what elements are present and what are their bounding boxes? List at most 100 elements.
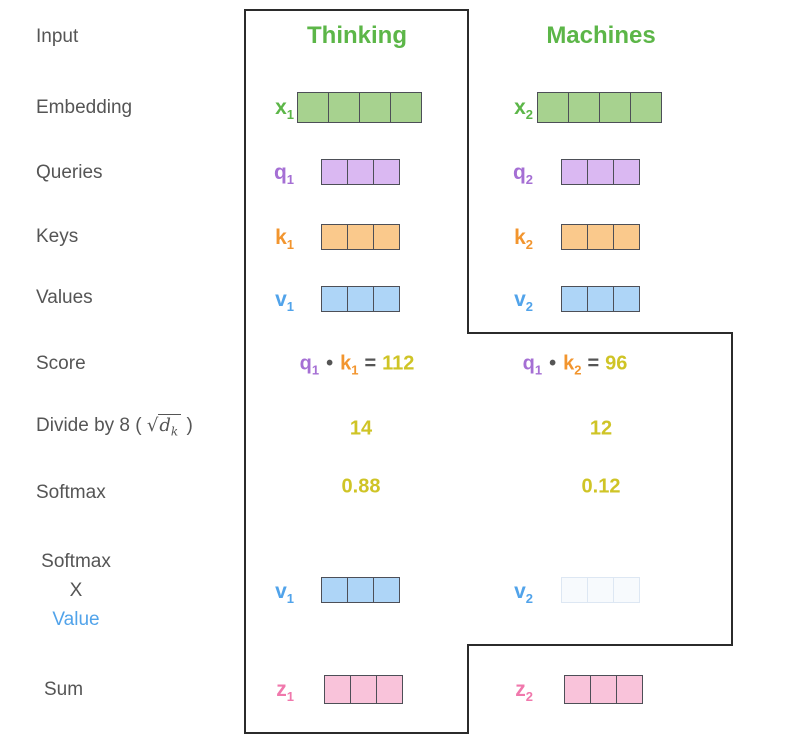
- vector-x1: [297, 92, 422, 123]
- score-equation-thinking: q1 • k1=112: [300, 353, 415, 378]
- vector-label-z1: z1: [276, 678, 294, 705]
- vector-cell: [562, 287, 588, 311]
- vector-cell: [351, 676, 377, 703]
- equals-sign-2: =: [587, 352, 600, 375]
- score-value-thinking: 112: [382, 352, 415, 375]
- vector-cell: [614, 160, 639, 184]
- vector-cell: [391, 93, 421, 122]
- vector-x2: [537, 92, 662, 123]
- vector-cell: [617, 676, 642, 703]
- vector-cell: [360, 93, 391, 122]
- vector-cell: [588, 578, 614, 602]
- radical-sign: √: [146, 415, 159, 436]
- row-label-softmax: Softmax: [36, 482, 106, 503]
- score-equation-machines: q1 • k2=96: [523, 353, 628, 378]
- vector-cell: [348, 225, 374, 249]
- weighted-vector-label-v1: v1: [275, 580, 294, 607]
- vector-cell: [298, 93, 329, 122]
- vector-cell: [322, 287, 348, 311]
- divide-prefix: Divide by 8 (: [36, 415, 142, 436]
- vector-cell: [562, 225, 588, 249]
- softmax-x-value-line3: Value: [52, 609, 100, 630]
- vector-label-v2: v2: [514, 288, 533, 315]
- vector-cell: [562, 578, 588, 602]
- softmax-score-thinking: 0.88: [341, 475, 381, 498]
- vector-cell: [569, 93, 600, 122]
- vector-cell: [348, 287, 374, 311]
- softmax-x-value-line1: Softmax: [41, 551, 111, 572]
- vector-label-k2: k2: [514, 226, 533, 253]
- vector-z2: [564, 675, 643, 704]
- row-label-sum: Sum: [44, 679, 84, 700]
- vector-cell: [377, 676, 402, 703]
- vector-label-v1: v1: [275, 288, 294, 315]
- weighted-vector-label-v2: v2: [514, 580, 533, 607]
- vector-cell: [374, 160, 399, 184]
- weighted-vector-v1: [321, 577, 400, 603]
- vector-k2: [561, 224, 640, 250]
- vector-label-x1: x1: [275, 96, 294, 123]
- softmax-x-value-line2: X: [69, 580, 83, 601]
- vector-cell: [374, 578, 399, 602]
- vector-cell: [374, 225, 399, 249]
- vector-cell: [588, 287, 614, 311]
- vector-label-z2: z2: [515, 678, 533, 705]
- vector-cell: [614, 225, 639, 249]
- score-q1-term: q1: [299, 352, 320, 378]
- vector-cell: [322, 578, 348, 602]
- column-header-thinking: Thinking: [307, 22, 407, 49]
- vector-v1: [321, 286, 400, 312]
- dot-product-icon: •: [326, 352, 334, 375]
- dot-product-icon-2: •: [549, 352, 557, 375]
- row-label-keys: Keys: [36, 226, 79, 247]
- vector-cell: [588, 225, 614, 249]
- vector-k1: [321, 224, 400, 250]
- vector-cell: [348, 160, 374, 184]
- vector-cell: [600, 93, 631, 122]
- row-label-queries: Queries: [36, 162, 103, 183]
- divided-score-thinking: 14: [349, 417, 373, 440]
- weighted-vector-v2-faded: [561, 577, 640, 603]
- vector-cell: [329, 93, 360, 122]
- vector-cell: [614, 287, 639, 311]
- vector-cell: [591, 676, 617, 703]
- score-q1-term-2: q1: [522, 352, 543, 378]
- score-k1-term: k1: [340, 352, 359, 378]
- vector-cell: [348, 578, 374, 602]
- vector-cell: [562, 160, 588, 184]
- vector-cell: [325, 676, 351, 703]
- vector-cell: [614, 578, 639, 602]
- vector-q2: [561, 159, 640, 185]
- row-label-divide: Divide by 8 ( √dk ): [36, 414, 193, 444]
- vector-cell: [588, 160, 614, 184]
- vector-q1: [321, 159, 400, 185]
- row-label-score: Score: [36, 353, 86, 374]
- vector-cell: [374, 287, 399, 311]
- vector-label-k1: k1: [275, 226, 294, 253]
- divide-suffix: ): [186, 415, 193, 436]
- divided-score-machines: 12: [589, 417, 613, 440]
- vector-label-q1: q1: [273, 161, 294, 188]
- sqrt-dk-math: √dk: [146, 414, 182, 439]
- row-label-values: Values: [36, 287, 93, 308]
- row-label-softmax-x-value: Softmax X Value: [33, 547, 119, 634]
- vector-label-x2: x2: [514, 96, 533, 123]
- equals-sign: =: [364, 352, 377, 375]
- row-label-input: Input: [36, 26, 79, 47]
- row-label-embedding: Embedding: [36, 97, 133, 118]
- radicand-dk: dk: [158, 414, 182, 439]
- vector-z1: [324, 675, 403, 704]
- softmax-score-machines: 0.12: [581, 475, 621, 498]
- vector-cell: [322, 225, 348, 249]
- vector-cell: [538, 93, 569, 122]
- score-k2-term: k2: [563, 352, 582, 378]
- vector-cell: [565, 676, 591, 703]
- vector-cell: [322, 160, 348, 184]
- vector-label-q2: q2: [512, 161, 533, 188]
- vector-cell: [631, 93, 661, 122]
- column-header-machines: Machines: [546, 22, 656, 49]
- flow-outline-path: [244, 9, 733, 734]
- score-value-machines: 96: [605, 352, 628, 375]
